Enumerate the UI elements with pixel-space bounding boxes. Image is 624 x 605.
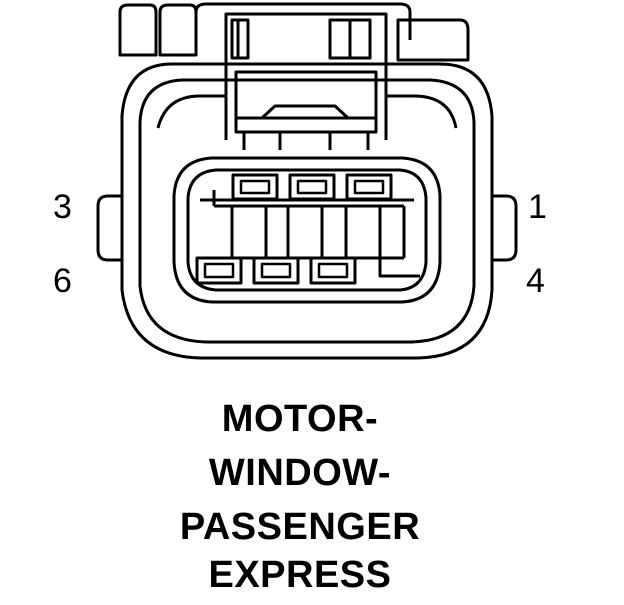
caption-line: MOTOR- — [221, 398, 379, 440]
terminal-row-top — [231, 173, 393, 201]
pin-label-3: 3 — [53, 188, 72, 226]
terminal-pin — [345, 173, 393, 201]
pin-label-4: 4 — [526, 262, 545, 300]
top-latch-tabs — [118, 2, 470, 62]
caption-line: PASSENGER — [179, 506, 421, 548]
terminal-pin — [288, 173, 336, 201]
terminal-row-bottom — [195, 256, 357, 285]
connector-housing — [120, 62, 494, 360]
terminal-pin — [231, 173, 279, 201]
pin-label-1: 1 — [528, 188, 547, 226]
side-latches — [96, 194, 518, 262]
caption-line: EXPRESS — [208, 554, 392, 596]
terminal-pin — [309, 256, 357, 285]
pin-label-6: 6 — [53, 262, 72, 300]
caption-line: WINDOW- — [208, 452, 392, 494]
terminal-pin — [195, 256, 243, 285]
terminal-pin — [252, 256, 300, 285]
latch-body — [224, 12, 388, 150]
pin-cavity — [172, 156, 442, 304]
